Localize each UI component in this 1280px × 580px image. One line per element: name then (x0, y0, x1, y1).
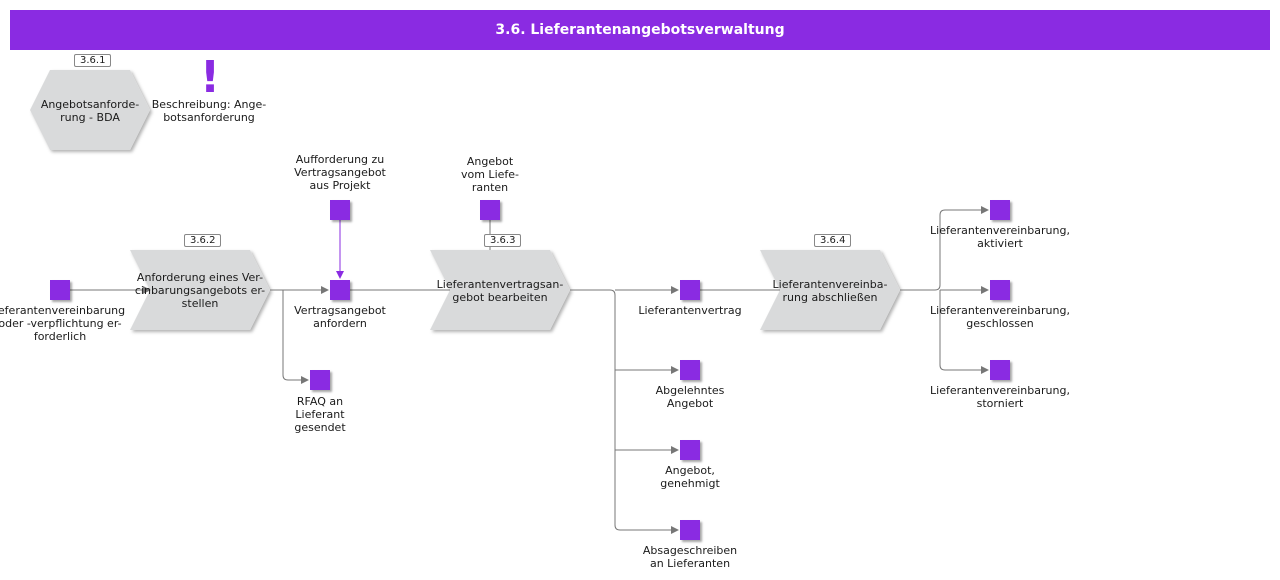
event-vertragsangebot[interactable] (330, 280, 350, 300)
event-aufforderung[interactable] (330, 200, 350, 220)
event-vertragsangebot-label: Vertragsangebot anfordern (294, 304, 386, 330)
function-3-6-4-shape[interactable] (760, 250, 900, 330)
process-interface-number: 3.6.1 (74, 54, 112, 67)
connector-3-6-4-out (900, 206, 989, 291)
event-abgelehnt[interactable] (680, 360, 700, 380)
function-3-6-2-number: 3.6.2 (184, 234, 222, 247)
event-start-label: ieferantenvereinbarung oder -verpflichtu… (0, 304, 126, 343)
event-absage-label: Absageschreiben an Lieferanten (642, 544, 738, 570)
function-3-6-4-label: Lieferantenvereinba- rung abschließen (772, 278, 888, 304)
event-rfaq[interactable] (310, 370, 330, 390)
event-storniert-label: Lieferantenvereinbarung, storniert (930, 384, 1070, 410)
description-label: Beschreibung: Ange- botsanforderung (151, 98, 267, 124)
function-3-6-4-number: 3.6.4 (814, 234, 852, 247)
event-geschlossen-label: Lieferantenvereinbarung, geschlossen (930, 304, 1070, 330)
function-3-6-3-number: 3.6.3 (484, 234, 522, 247)
connector-3-6-2-to-rfaq (282, 290, 309, 384)
function-3-6-2-shape[interactable] (130, 250, 270, 330)
event-angebot-lieferant-label: Angebot vom Liefe- ranten (460, 155, 519, 194)
event-abgelehnt-label: Abgelehntes Angebot (655, 384, 725, 410)
process-interface-shape[interactable] (30, 70, 150, 150)
event-aktiviert-label: Lieferantenvereinbarung, aktiviert (930, 224, 1070, 250)
function-3-6-2-label: Anforderung eines Ver- cinbarungsangebot… (134, 271, 266, 310)
diagram-title: 3.6. Lieferantenangebotsverwaltung (10, 10, 1270, 50)
event-rfaq-label: RFAQ an Lieferant gesendet (294, 395, 346, 434)
event-genehmigt-label: Angebot, genehmigt (660, 464, 720, 490)
exclamation-icon: ! (200, 52, 221, 103)
event-start[interactable] (50, 280, 70, 300)
process-interface-label: Angebotsanforde- rung - BDA (40, 98, 140, 124)
event-aufforderung-label: Aufforderung zu Vertragsangebot aus Proj… (294, 153, 386, 192)
event-geschlossen[interactable] (990, 280, 1010, 300)
event-aktiviert[interactable] (990, 200, 1010, 220)
event-absage[interactable] (680, 520, 700, 540)
event-genehmigt[interactable] (680, 440, 700, 460)
connector-3-6-3-out (570, 289, 679, 534)
function-3-6-3-label: Lieferantenvertragsan- gebot bearbeiten (436, 278, 564, 304)
event-lieferantenvertrag-label: Lieferantenvertrag (638, 304, 742, 317)
function-3-6-3-shape[interactable] (430, 250, 570, 330)
connector-3-6-4-to-storniert (939, 290, 989, 374)
event-lieferantenvertrag[interactable] (680, 280, 700, 300)
event-storniert[interactable] (990, 360, 1010, 380)
event-angebot-lieferant[interactable] (480, 200, 500, 220)
